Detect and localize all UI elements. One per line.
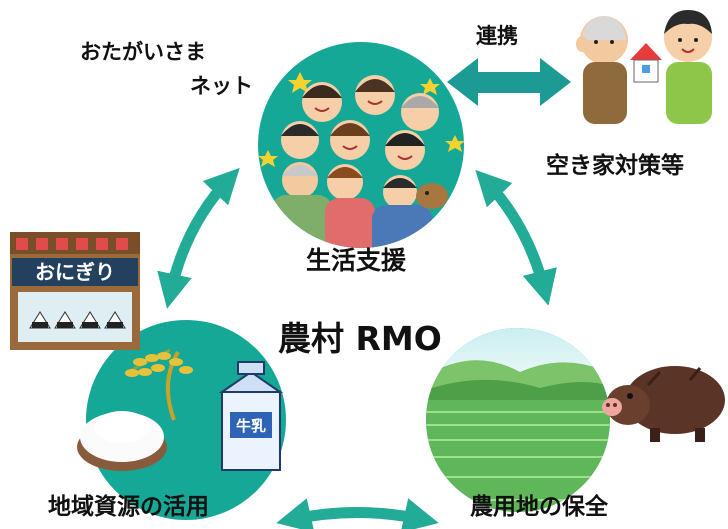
local-resources-label: 地域資源の活用 xyxy=(48,494,209,520)
link-label: 連携 xyxy=(476,24,518,48)
milk-carton-icon: 牛乳 xyxy=(218,361,284,471)
house-handover-icon xyxy=(576,10,712,124)
milk-carton-label: 牛乳 xyxy=(236,417,266,435)
arrow-top-left xyxy=(157,167,240,309)
wild-boar-icon xyxy=(602,366,725,442)
arrow-top-right xyxy=(475,169,557,306)
center-title: 農村 RMO xyxy=(278,319,442,358)
housing-label: 空き家対策等 xyxy=(546,153,684,179)
arrow-bottom xyxy=(276,498,439,529)
onigiri-shop-icon: おにぎり xyxy=(10,232,140,350)
link-arrow xyxy=(447,58,571,106)
local-resources-node: 牛乳 xyxy=(77,320,286,520)
life-support-node xyxy=(258,42,464,248)
shop-sign: おにぎり xyxy=(35,260,115,284)
network-name-line2: ネット xyxy=(190,74,253,98)
life-support-label: 生活支援 xyxy=(306,246,407,275)
network-name-line1: おたがいさま xyxy=(80,40,206,64)
farmland-label: 農用地の保全 xyxy=(470,494,608,520)
